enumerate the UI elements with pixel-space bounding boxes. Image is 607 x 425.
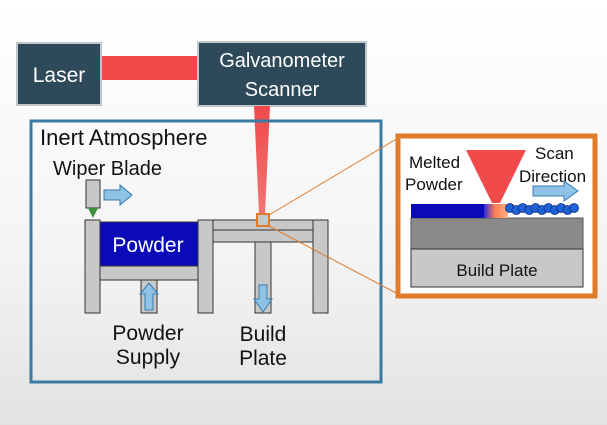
laser-beam-horizontal [100,56,200,80]
arrow-up-icon [138,282,160,311]
galvanometer-scanner-box: Galvanometer Scanner [197,41,367,107]
build-plate-label-line2: Plate [239,347,287,370]
powder-supply-chamber: Powder [84,219,214,314]
inset-powder-layer [411,204,484,218]
bead [569,203,579,213]
wiper-blade [85,179,101,209]
build-piston-plate [212,229,314,243]
scan-direction-label-line1: Scan [535,144,574,163]
melted-powder-label-line1: Melted [409,153,460,172]
scan-direction-label-line2: Direction [519,167,586,186]
inset-build-plate-label: Build Plate [456,261,537,280]
zoom-line-bottom [268,225,399,295]
melt-spot-marker [256,213,270,227]
wiper-blade-tip [88,208,98,218]
arrow-right-icon [532,180,579,202]
inset-base-layer [410,217,584,250]
inset-detail: Melted Powder Scan Direction Build Plate [395,133,598,299]
laser-box: Laser [16,42,102,106]
inset-melt-pool [484,204,508,218]
solidified-track [505,203,579,215]
powder-supply-label-line2: Supply [116,346,181,369]
powder-supply-label-line1: Powder [112,322,183,345]
supply-piston-plate [99,265,199,281]
powder-label: Powder [112,234,183,257]
galvanometer-label: Galvanometer [219,50,345,72]
laser-label: Laser [33,64,86,87]
inert-atmosphere-chamber [29,119,383,384]
arrow-right-icon [103,183,133,207]
inert-atmosphere-label: Inert Atmosphere [40,125,208,150]
inset-laser-beam [466,150,526,203]
wiper-blade-label: Wiper Blade [53,158,162,180]
melted-powder-label-line2: Powder [405,175,463,194]
zoom-line-top [268,137,399,216]
inset-build-plate [410,248,584,288]
build-plate-label-line1: Build [240,323,287,346]
scanner-label: Scanner [245,79,320,101]
laser-beam-vertical [254,106,270,214]
arrow-down-icon [253,284,273,313]
